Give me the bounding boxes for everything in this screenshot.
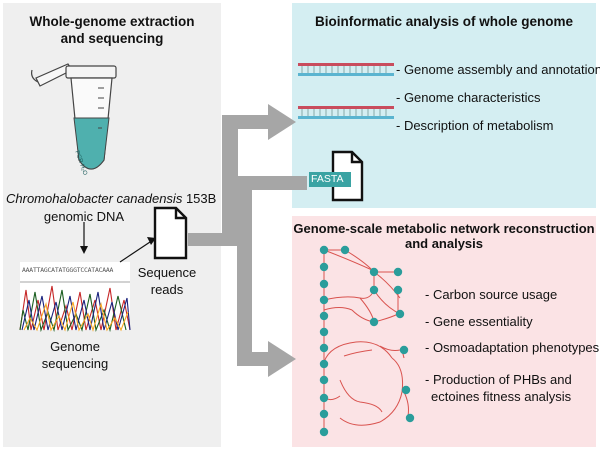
metabolic-network-panel [292, 216, 596, 447]
extraction-title-line1: Whole-genome extraction [29, 14, 195, 29]
network-title-line2: and analysis [404, 236, 484, 251]
sequence-reads-line2: reads [150, 282, 184, 297]
network-item-2: - Gene essentiality [425, 314, 533, 329]
genome-sequencing-line1: Genome [50, 339, 100, 354]
bioinformatic-item-2: - Genome characteristics [396, 90, 541, 105]
chromatogram-icon [19, 262, 131, 333]
genomic-dna-label: genomic DNA [43, 209, 125, 224]
arrow-horizontal-fasta [237, 176, 307, 190]
sequence-letters: AAATTAGCATATGGGTCCATACAAA [22, 266, 114, 274]
flow-arrows [188, 104, 307, 377]
arrow-horizontal-top [222, 115, 270, 129]
down-arrow-icon [80, 222, 88, 254]
network-item-1: - Carbon source usage [425, 287, 558, 302]
organism-species: Chromohalobacter canadensis [6, 191, 183, 206]
sequence-reads-line1: Sequence [137, 265, 197, 280]
arrow-head-top [268, 104, 296, 140]
pcr-tube-icon [31, 63, 117, 170]
bioinformatic-title: Bioinformatic analysis of whole genome [314, 14, 574, 29]
metabolic-network-graphic [319, 245, 415, 437]
fasta-label: FASTA [311, 173, 344, 185]
extraction-title-line2: and sequencing [60, 31, 164, 46]
network-item-3: - Osmoadaptation phenotypes [425, 340, 600, 355]
network-item-4: - Production of PHBs and [425, 372, 572, 387]
reads-arrow-icon [119, 237, 156, 263]
arrow-vertical-down [237, 176, 252, 366]
dna-strand-icon-1 [298, 63, 394, 76]
bioinformatic-item-3: - Description of metabolism [396, 118, 554, 133]
arrow-head-bottom [268, 341, 296, 377]
organism-strain: 153B [185, 191, 217, 206]
genome-sequencing-line2: sequencing [41, 356, 109, 371]
dna-strand-icon-2 [298, 106, 394, 119]
arrow-vertical-up [222, 115, 238, 246]
network-title-line1: Genome-scale metabolic network reconstru… [293, 221, 595, 236]
organism-name: Chromohalobacter canadensis 153B [6, 190, 216, 207]
network-item-4-cont: ectoines fitness analysis [431, 389, 572, 404]
fasta-file-icon [309, 150, 364, 202]
bioinformatic-item-1: - Genome assembly and annotation [396, 62, 600, 77]
document-icon [153, 206, 188, 260]
arrow-horizontal-bottom [237, 352, 271, 366]
